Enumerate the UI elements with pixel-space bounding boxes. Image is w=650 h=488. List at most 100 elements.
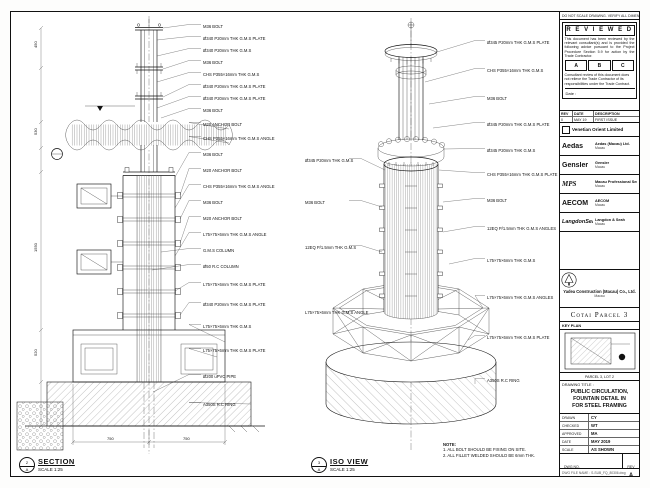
reviewed-date: Date :: [564, 87, 635, 97]
annotation-label: M36 BOLT: [487, 198, 507, 203]
dwg-no-label: DWG NO.: [564, 465, 580, 468]
drawing-title-line: FOR STEEL FRAMING: [572, 402, 627, 409]
annotation-label: Ø345 P20mm THK G.M.S PLATE: [487, 122, 550, 127]
option-a: A: [565, 60, 588, 72]
iso-annotations-right: Ø345 P20mm THK G.M.S PLATE CHS P355×16mm…: [424, 40, 558, 384]
dim-label: 1550: [33, 242, 38, 252]
annotation-label: Ø340 P20mm THK G.M.S PLATE: [203, 84, 266, 89]
annotation-label: CHS P355×16mm THK G.M.S ANGLE: [203, 184, 275, 189]
rev-date: MAY 19: [573, 117, 594, 123]
drawing-title-box: DRAWING TITLE : PUBLIC CIRCULATION, FOUN…: [560, 381, 639, 414]
reviewed-stamp: R E V I E W E D This document has been r…: [562, 22, 637, 100]
annotation-label: M36 BOLT: [203, 24, 223, 29]
client-name: Venetian Orient Limited: [572, 127, 624, 133]
view-title: ISO VIEW: [330, 457, 369, 466]
annotation-label: M36 BOLT: [203, 60, 223, 65]
annotation-label: Ø50 R.C COLUMN: [203, 264, 239, 269]
title-block: DO NOT SCALE DRAWING. VERIFY ALL DIMENSI…: [559, 12, 639, 476]
sheet-note: DO NOT SCALE DRAWING. VERIFY ALL DIMENSI…: [560, 12, 639, 20]
drawing-fields: DRAWN CY CHECKED WT APPROVED MA DATE MAY…: [560, 414, 639, 454]
annotation-label: CHS P355×16mm THK G.M.S ANGLE: [203, 136, 275, 141]
key-plan: [560, 330, 639, 374]
field-date: DATE MAY 2019: [560, 437, 639, 445]
annotation-label: M20 ANCHOR BOLT: [203, 216, 242, 221]
signature-box: [560, 101, 639, 112]
project-name: Cotai Parcel 3: [560, 308, 639, 323]
key-plan-label: KEY PLAN: [560, 322, 639, 331]
annotation-label: Ø340 P20mm THK G.M.S PLATE: [203, 36, 266, 41]
option-b: B: [588, 60, 611, 72]
annotation-label: CHS P355×16mm THK G.M.S: [487, 68, 544, 73]
view-title: SECTION: [38, 457, 75, 466]
annotation-label: 12EQ P/1.5mm THK G.M.S ANGLES: [487, 226, 556, 231]
annotation-label: Ø345 P20mm THK G.M.S: [487, 148, 536, 153]
dimensions: 750 750 450 530 1550 520: [33, 25, 228, 445]
file-note: DWG FILE NAME : S-SUB_FQ_80306.dwg: [562, 470, 626, 475]
rev-row: 0 MAY 19 FIRST ISSUE: [560, 116, 639, 123]
revision-header-row: REV DATE DESCRIPTION: [560, 111, 639, 117]
annotation-label: M36 BOLT: [487, 96, 507, 101]
field-scale: SCALE AS SHOWN: [560, 445, 639, 453]
spacer-box: [560, 232, 639, 271]
langdonseah-logo: LangdonSeah: [562, 219, 593, 226]
annotation-label: M36 BOLT: [305, 200, 325, 205]
reviewed-options: A B C: [565, 60, 635, 72]
annotation-label: L75×75×6mm THK G.M.S PLATE: [203, 348, 266, 353]
consultant-row-aedas: Aedas Aedas (Macau) Ltd.Macau: [560, 137, 639, 157]
annotation-label: L75×75×6mm THK G.M.S: [203, 324, 252, 329]
field-checked: CHECKED WT: [560, 421, 639, 429]
annotation-label: L75×75×6mm THK G.M.S ANGLES: [487, 295, 553, 300]
reviewed-body: This document has been reviewed by the r…: [564, 37, 635, 58]
annotation-label: M20 ANCHOR BOLT: [203, 168, 242, 173]
desc-col: DESCRIPTION: [595, 111, 620, 116]
client-row: Venetian Orient Limited: [560, 123, 639, 138]
tree-icon: [561, 272, 577, 288]
section-drawing: 750 750 450 530 1550 520 M36 BOLT Ø340 P…: [16, 16, 275, 454]
view-scale: SCALE 1:25: [38, 467, 63, 472]
rev-col: REV: [560, 111, 573, 117]
annotation-label: Ø345 P20mm THK G.M.S: [305, 158, 354, 163]
rev-label: REV: [627, 465, 635, 469]
detail-bubble: 3 A: [311, 457, 327, 473]
main-cylinder: [379, 156, 443, 320]
annotation-label: M36 BOLT: [203, 200, 223, 205]
rev-value: A: [628, 473, 634, 476]
section-annotations: M36 BOLT Ø340 P20mm THK G.M.S PLATE Ø340…: [151, 24, 275, 407]
contractor-sub: Macau: [594, 294, 605, 299]
sheet-border: 750 750 450 530 1550 520 M36 BOLT Ø340 P…: [10, 11, 640, 477]
annotation-label: Ø345 P20mm THK G.M.S PLATE: [487, 40, 550, 45]
drawing-title-line: PUBLIC CIRCULATION,: [570, 388, 629, 395]
annotation-label: Ø340 P20mm THK G.M.S PLATE: [203, 302, 266, 307]
drawing-views: 750 750 450 530 1550 520 M36 BOLT Ø340 P…: [11, 12, 559, 476]
annotation-label: CHS P355×16mm THK G.M.S: [203, 72, 260, 77]
annotation-label: M36 BOLT: [203, 152, 223, 157]
iso-annotations-left: Ø345 P20mm THK G.M.S M36 BOLT 12EQ P/1.5…: [305, 158, 386, 315]
reviewed-header: R E V I E W E D: [564, 24, 635, 36]
annotation-label: Ø340 P20mm THK G.M.S PLATE: [203, 96, 266, 101]
iso-view: Ø345 P20mm THK G.M.S PLATE CHS P355×16mm…: [303, 12, 559, 476]
aecom-logo: AECOM: [562, 199, 589, 207]
annotation-label: L75×75×6mm THK G.M.S ANGLE: [203, 232, 267, 237]
rev-desc: FIRST ISSUE: [595, 117, 618, 122]
top-assembly: [384, 21, 438, 140]
annotation-label: M36 BOLT: [203, 108, 223, 113]
main-shaft: [117, 175, 181, 330]
reviewed-note: Consultant review of this document does …: [564, 73, 631, 86]
dim-label: 450: [33, 41, 38, 48]
bubble-ref: A: [317, 466, 321, 472]
gensler-logo: Gensler: [562, 161, 589, 169]
iso-drawing: Ø345 P20mm THK G.M.S PLATE CHS P355×16mm…: [305, 18, 558, 452]
contractor-box: Yadea Construction (Macau) Co., Ltd. Mac…: [560, 270, 639, 309]
dim-label: 520: [33, 349, 38, 356]
key-plan-sub: PARCEL 3, LOT 2: [560, 373, 639, 382]
client-logo-icon: [562, 125, 570, 134]
annotation-label: L75×75×6mm THK G.M.S PLATE: [487, 335, 550, 340]
option-c: C: [611, 60, 634, 72]
revision-table: REV DATE DESCRIPTION 0 MAY 19 FIRST ISSU…: [560, 111, 639, 124]
dim-label: 530: [33, 128, 38, 135]
aedas-logo: Aedas: [562, 142, 584, 150]
annotation-label: Ø340 P20mm THK G.M.S: [203, 48, 252, 53]
